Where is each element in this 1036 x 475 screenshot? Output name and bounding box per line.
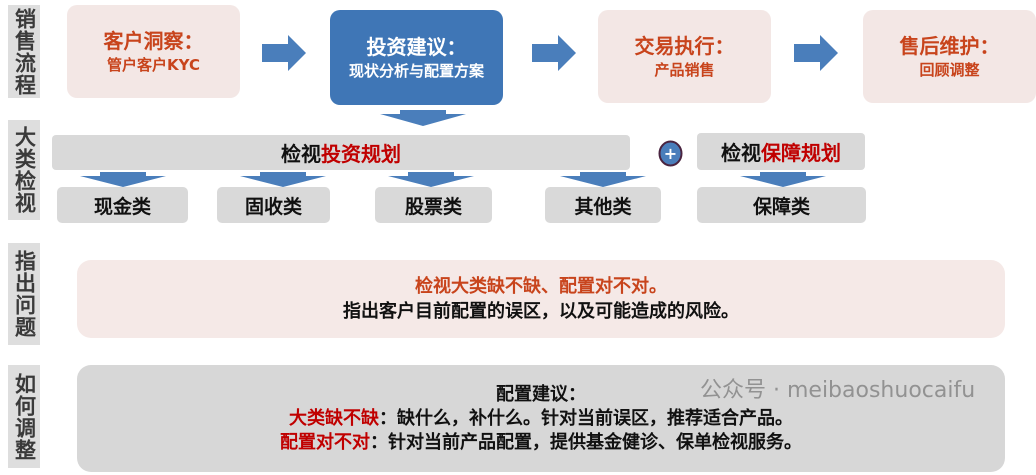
adjust-line-2: 配置对不对：针对当前产品配置，提供基金健诊、保单检视服务。 <box>280 431 802 455</box>
down-arrow-icon <box>240 172 326 187</box>
adjust-box: 配置建议： 大类缺不缺：缺什么，补什么。针对当前误区，推荐适合产品。 配置对不对… <box>77 365 1005 472</box>
step-customer-insight: 客户洞察： 管户客户KYC <box>67 5 240 98</box>
protection-review-bar: 检视保障规划 <box>697 133 865 170</box>
category-other: 其他类 <box>545 187 661 223</box>
step-after-sales: 售后维护： 回顾调整 <box>863 10 1036 103</box>
step-investment-advice: 投资建议： 现状分析与配置方案 <box>330 10 503 105</box>
step-subtitle: 现状分析与配置方案 <box>348 61 484 80</box>
watermark: 公众号 · meibaoshuocaifu <box>700 378 976 403</box>
step-subtitle: 管户客户KYC <box>107 55 200 74</box>
step-title: 交易执行： <box>634 33 735 58</box>
right-arrow-icon <box>532 35 576 71</box>
down-arrow-icon <box>740 172 826 187</box>
step-title: 投资建议： <box>366 34 467 59</box>
step-subtitle: 产品销售 <box>654 60 715 79</box>
problem-box: 检视大类缺不缺、配置对不对。 指出客户目前配置的误区，以及可能造成的风险。 <box>77 260 1005 338</box>
step-trade-execution: 交易执行： 产品销售 <box>598 10 771 103</box>
category-protection: 保障类 <box>697 187 866 223</box>
adjust-line-1: 大类缺不缺：缺什么，补什么。针对当前误区，推荐适合产品。 <box>289 407 793 431</box>
adjust-line-2-text: ：针对当前产品配置，提供基金健诊、保单检视服务。 <box>370 431 802 453</box>
investment-review-bar: 检视投资规划 <box>52 135 630 170</box>
investment-review-highlight: 投资规划 <box>321 142 401 166</box>
step-subtitle: 回顾调整 <box>919 60 980 79</box>
adjust-line-1-label: 大类缺不缺 <box>289 407 379 429</box>
category-cash: 现金类 <box>57 187 188 223</box>
adjust-line-2-label: 配置对不对 <box>280 431 370 453</box>
side-label-how-to-adjust: 如何调整 <box>8 365 40 468</box>
right-arrow-icon <box>262 35 306 71</box>
down-arrow-icon <box>560 172 646 187</box>
step-title: 客户洞察： <box>103 28 204 53</box>
right-arrow-icon <box>794 35 838 71</box>
category-fixed-income: 固收类 <box>217 187 330 223</box>
protection-review-highlight: 保障规划 <box>761 141 841 165</box>
down-arrow-icon <box>80 172 166 187</box>
plus-sign: + <box>664 144 677 163</box>
down-arrow-icon <box>380 110 466 126</box>
adjust-title: 配置建议： <box>496 383 586 405</box>
problem-line-1: 检视大类缺不缺、配置对不对。 <box>415 276 667 297</box>
category-equity: 股票类 <box>375 187 492 223</box>
problem-line-2: 指出客户目前配置的误区，以及可能造成的风险。 <box>343 301 739 322</box>
plus-circle-icon: + <box>658 140 683 167</box>
adjust-line-1-text: ：缺什么，补什么。针对当前误区，推荐适合产品。 <box>379 407 793 429</box>
protection-review-prefix: 检视 <box>721 141 761 165</box>
side-label-identify-issues: 指出问题 <box>8 243 40 345</box>
down-arrow-icon <box>388 172 474 187</box>
investment-review-prefix: 检视 <box>281 142 321 166</box>
side-label-sales-process: 销售流程 <box>8 5 40 98</box>
step-title: 售后维护： <box>899 33 1000 58</box>
side-label-category-review: 大类检视 <box>8 120 40 220</box>
